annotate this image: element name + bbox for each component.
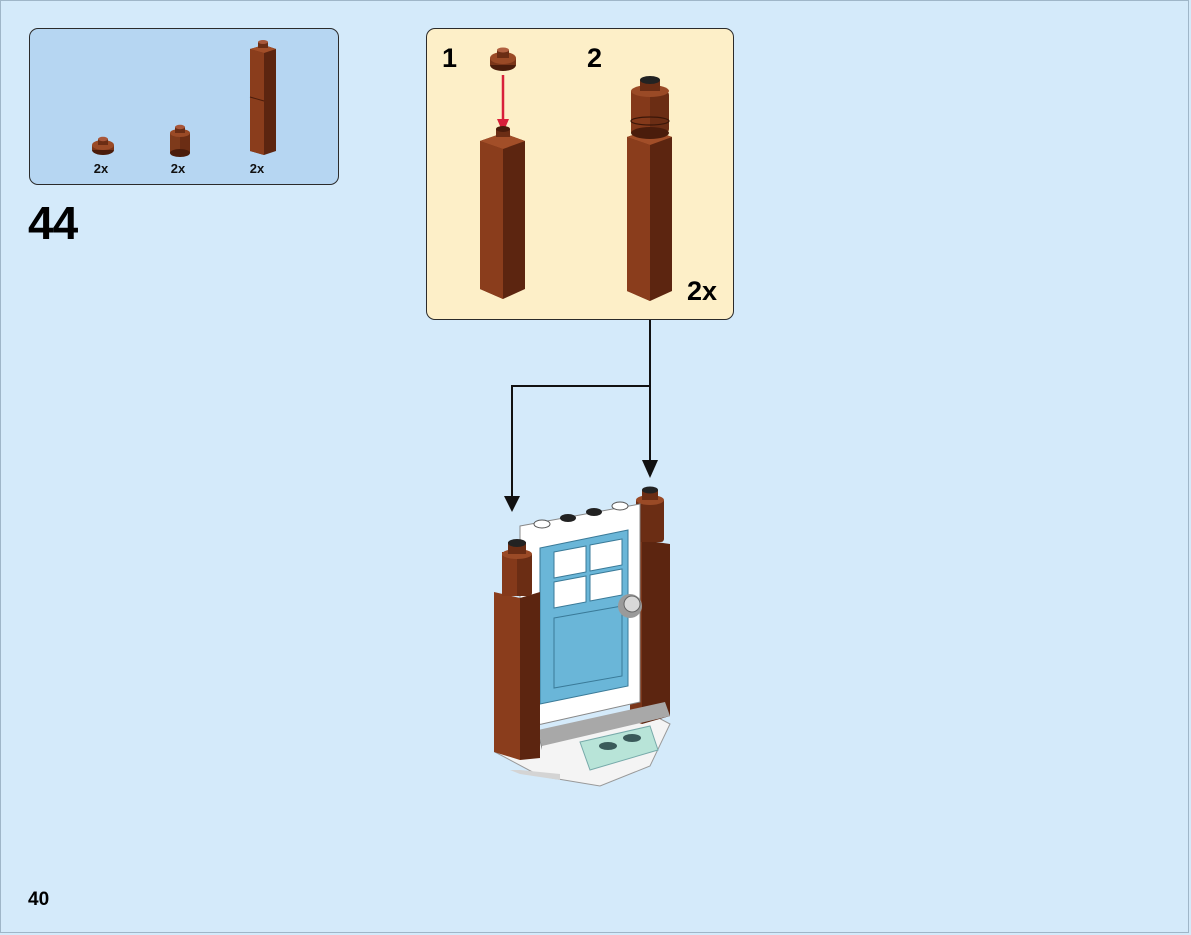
sub-step-1-illustration <box>480 47 525 299</box>
sub-step-number: 1 <box>442 43 458 73</box>
sub-step-number: 2 <box>587 43 603 73</box>
parts-list-box: 2x 2x 2x <box>29 28 339 185</box>
sub-assembly-callout: 1 2 2x <box>426 28 734 320</box>
page-number: 40 <box>28 889 50 910</box>
step-number: 44 <box>28 197 78 249</box>
part-count: 2x <box>249 161 265 176</box>
part-count: 2x <box>170 161 186 176</box>
sub-step-2-illustration <box>627 76 672 301</box>
part-count: 2x <box>93 161 109 176</box>
round-brick-icon <box>170 124 190 157</box>
round-plate-icon <box>92 136 114 155</box>
tall-brick-icon <box>249 40 276 155</box>
multiplier-label: 2x <box>686 276 717 306</box>
main-model-illustration <box>494 486 671 787</box>
